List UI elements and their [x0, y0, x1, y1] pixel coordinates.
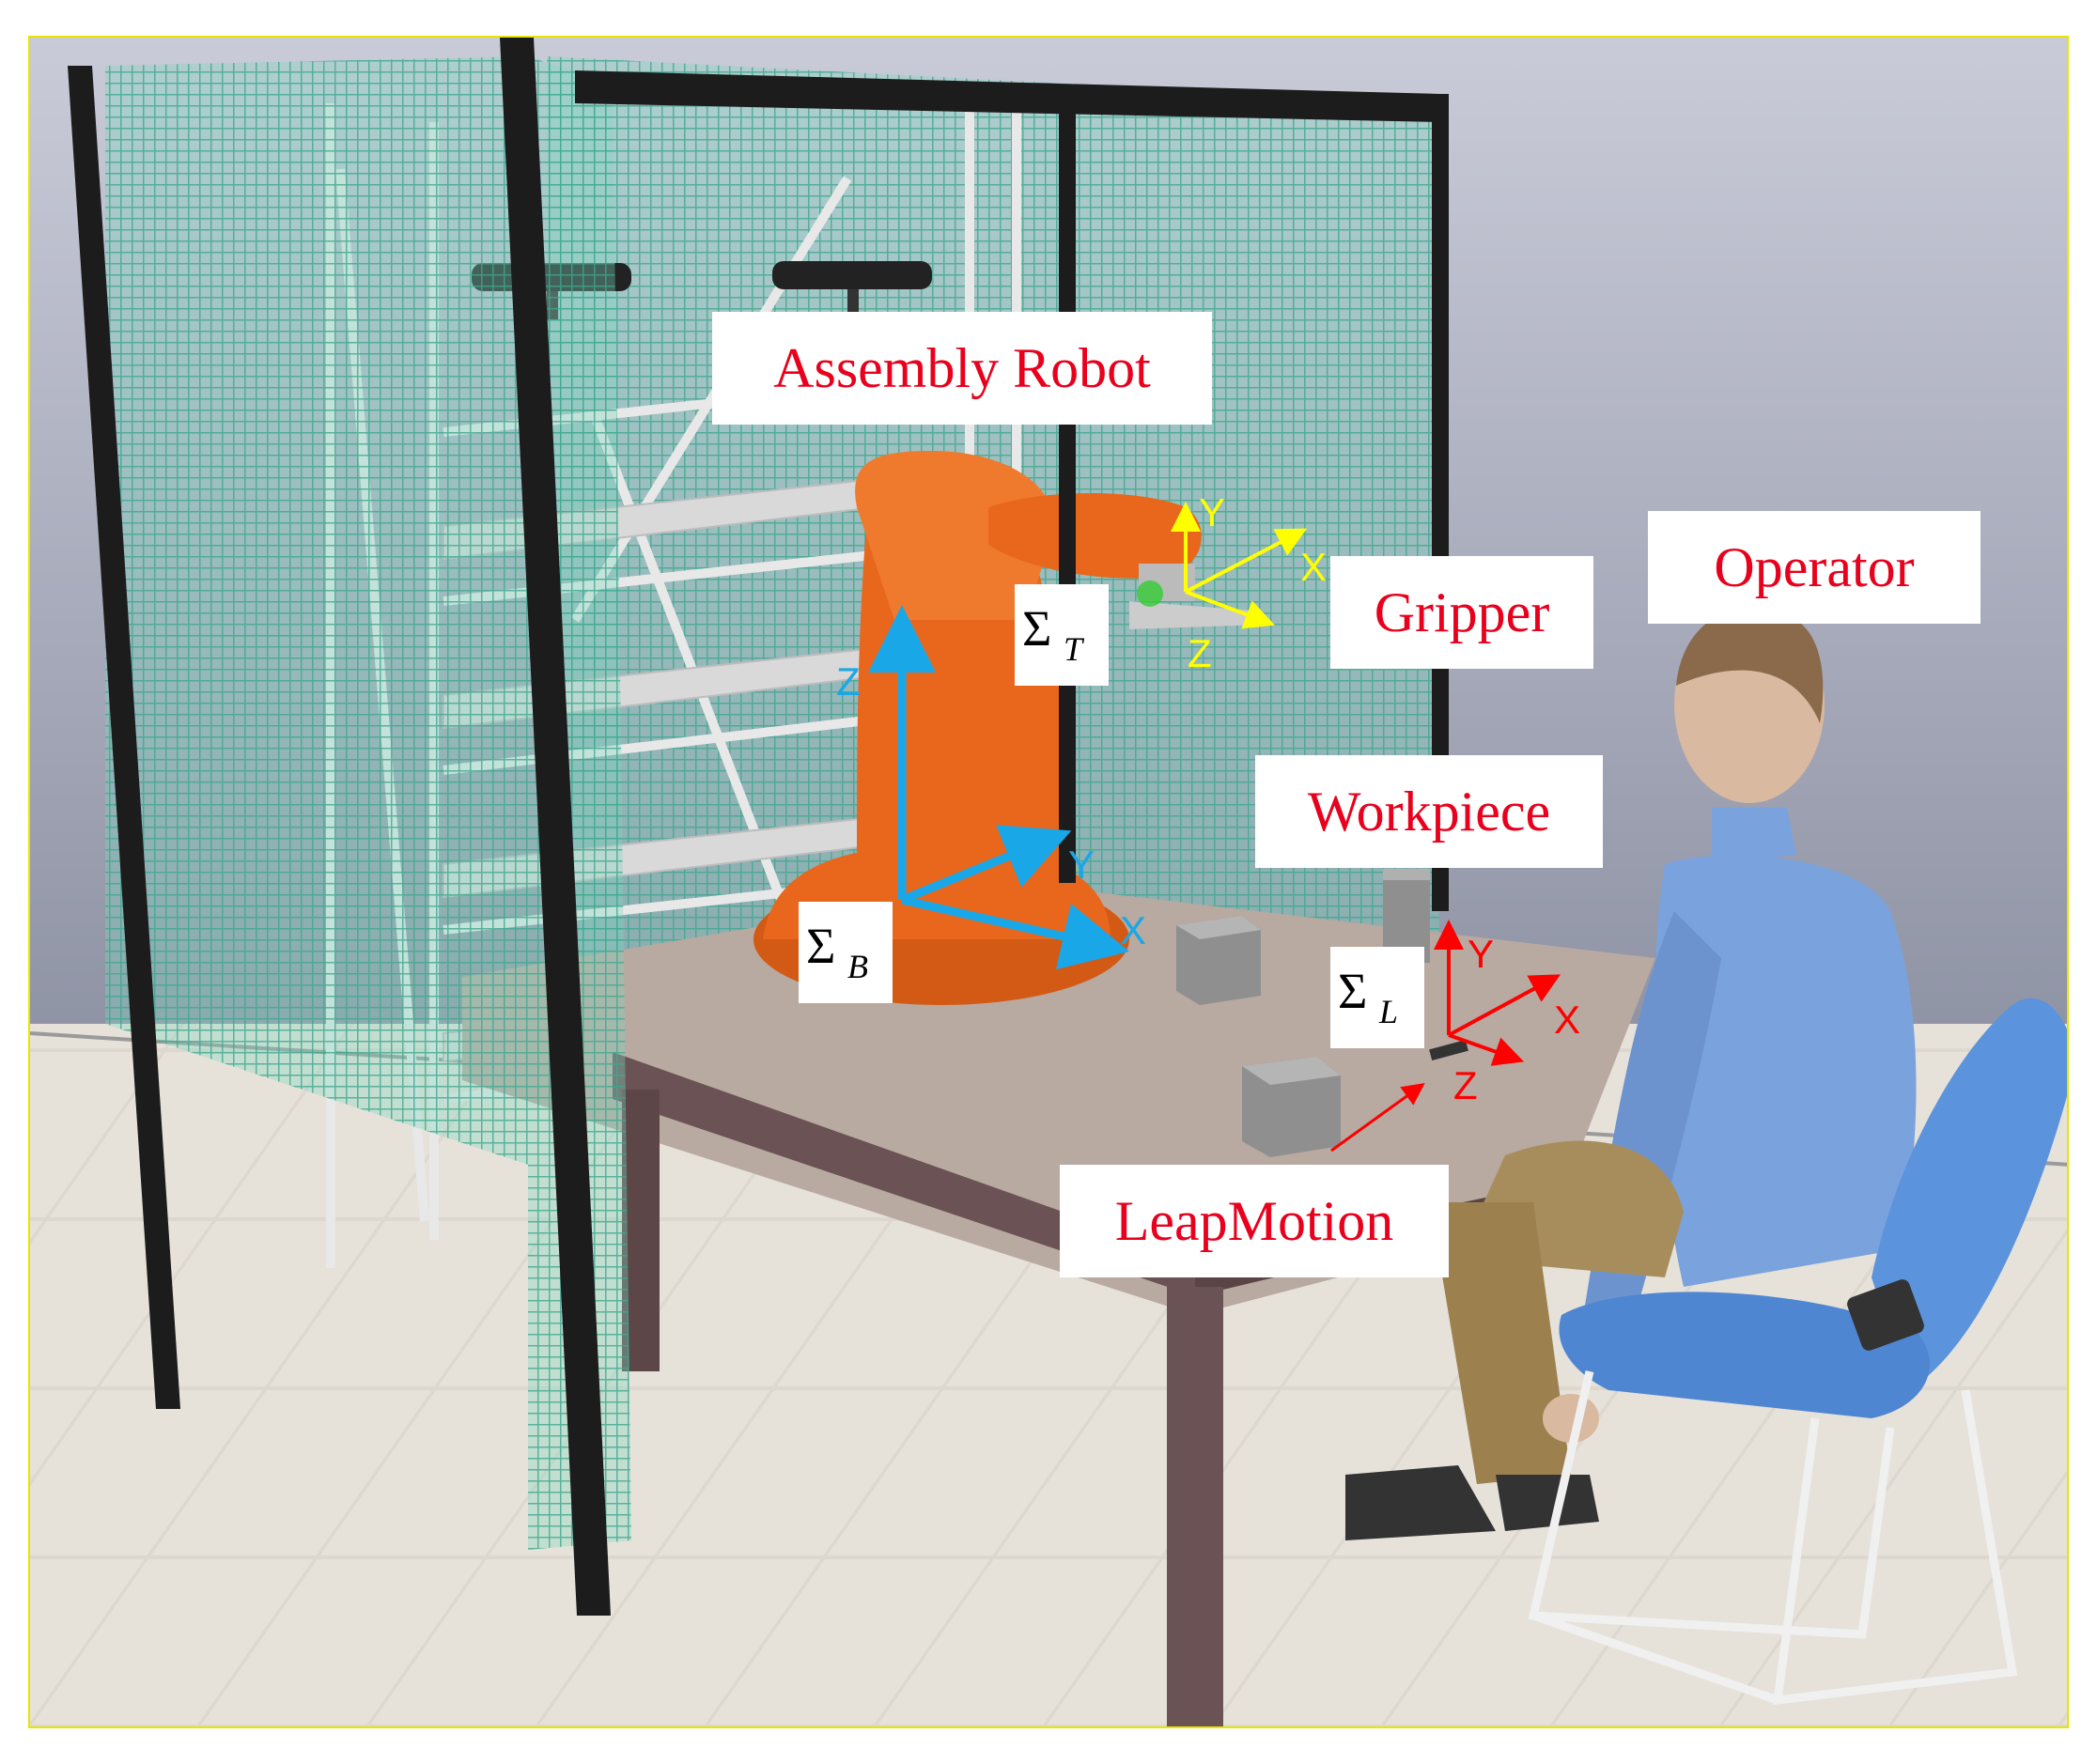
workpiece-cube-2 — [1242, 1057, 1341, 1157]
tool-frame-sigma: Σ — [1022, 600, 1052, 657]
operator-label: Operator — [1648, 511, 1980, 624]
kinect-camera-right — [772, 261, 932, 317]
workpiece-label: Workpiece — [1255, 755, 1603, 868]
base-axis-y-label: Y — [1068, 843, 1095, 887]
enclosure-frame — [68, 38, 1449, 1616]
base-axis-z-label: Z — [836, 659, 861, 704]
leap-frame-axes — [1434, 920, 1561, 1066]
left-mesh-panel — [105, 56, 528, 1165]
leap-axis-x-label: X — [1554, 998, 1580, 1042]
leap-axis-y-label: Y — [1468, 932, 1494, 976]
tool-axis-x-label: X — [1300, 545, 1327, 589]
tool-frame-axes — [1171, 502, 1308, 629]
workpiece-cube-1 — [1176, 916, 1261, 1005]
chair — [1528, 998, 2067, 1706]
gripper-label: Gripper — [1330, 556, 1593, 669]
front-mesh-panel — [528, 56, 631, 1550]
leap-frame-subscript: L — [1379, 993, 1399, 1030]
assembly-robot-label: Assembly Robot — [712, 312, 1212, 425]
base-axis-x-label: X — [1120, 908, 1146, 952]
tool-axis-y-label: Y — [1199, 490, 1225, 534]
leap-frame-symbol: Σ L — [1330, 947, 1424, 1048]
simulation-scene: Y X Z Z X Y Y X Z — [30, 38, 2067, 1726]
tool-axis-z-label: Z — [1188, 631, 1212, 675]
leapmotion-leader-line — [1330, 1082, 1425, 1153]
leap-frame-sigma: Σ — [1338, 963, 1368, 1019]
table-leg-front — [1167, 1287, 1223, 1726]
base-frame-subscript: B — [847, 948, 868, 985]
base-frame-sigma: Σ — [806, 918, 836, 974]
tool-frame-subscript: T — [1064, 630, 1083, 668]
leapmotion-sensor — [1429, 1040, 1468, 1060]
table-edge-front — [613, 1052, 1195, 1296]
leap-axis-z-label: Z — [1453, 1063, 1478, 1107]
operator-figure — [1345, 606, 1917, 1540]
scene-frame: Y X Z Z X Y Y X Z Assembly Robot Gripper… — [28, 36, 2069, 1728]
tool-frame-symbol: Σ T — [1015, 584, 1109, 686]
base-frame-symbol: Σ B — [799, 902, 893, 1003]
leapmotion-label: LeapMotion — [1060, 1165, 1449, 1277]
base-frame-axes — [868, 605, 1130, 970]
